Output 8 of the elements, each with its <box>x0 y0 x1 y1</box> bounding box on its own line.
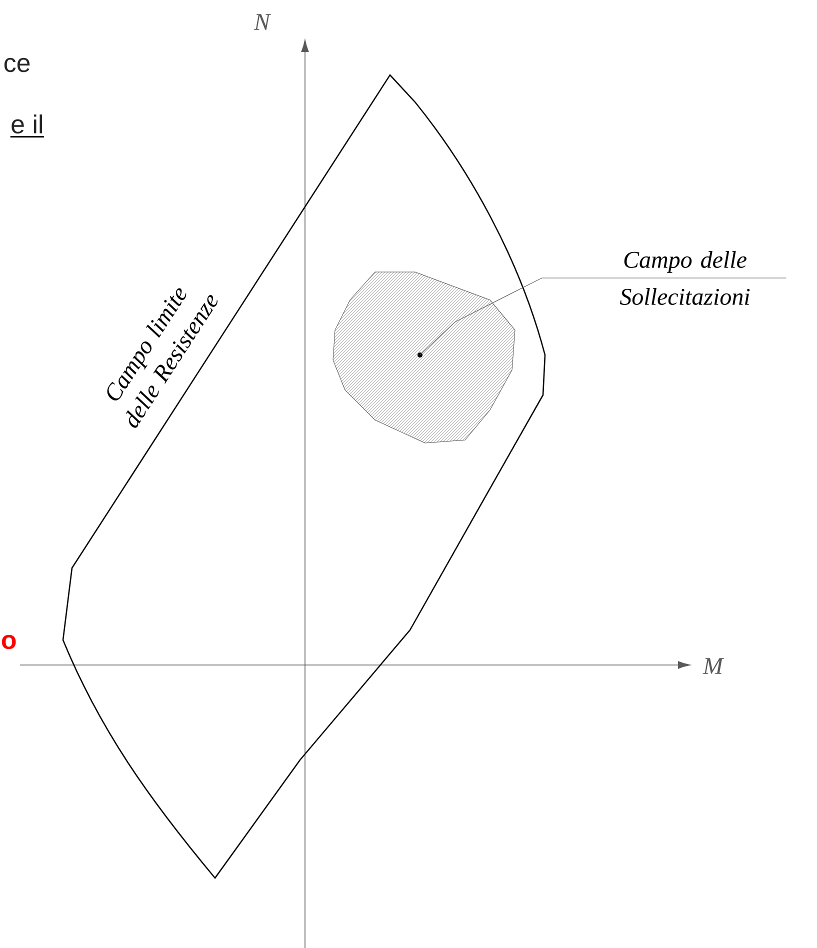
callout-text: Campo delle Sollecitazioni <box>620 251 750 305</box>
hatched-region <box>332 272 516 444</box>
underlined-text: e il <box>12 114 42 134</box>
slide-text: o <box>2 634 16 650</box>
slide-text: ce <box>4 58 30 72</box>
axis-label: M <box>702 658 724 674</box>
leader-line <box>420 278 786 356</box>
axis-label: N <box>254 14 272 30</box>
